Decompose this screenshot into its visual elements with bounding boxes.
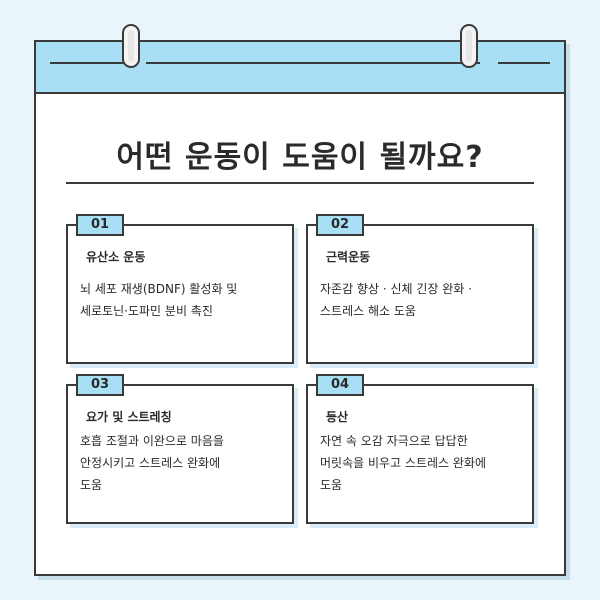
card-description-line: 스트레스 해소 도움 [320,304,416,318]
card-title: 유산소 운동 [86,250,146,264]
card-description-line: 자연 속 오감 자극으로 답답한 [320,434,468,448]
card-description-line: 자존감 향상 · 신체 긴장 완화 · [320,282,472,296]
card-title: 등산 [326,410,349,424]
binder-ring-left-icon [122,24,140,68]
card-description-line: 머릿속을 비우고 스트레스 완화에 [320,456,487,470]
card-title: 요가 및 스트레칭 [86,410,172,424]
card-aerobic: 01 유산소 운동 뇌 세포 재생(BDNF) 활성화 및 세로토닌·도파민 분… [66,214,294,364]
header-line-left [50,62,124,64]
card-number-badge: 01 [76,214,124,236]
card-number-badge: 02 [316,214,364,236]
card-description-line: 뇌 세포 재생(BDNF) 활성화 및 [80,282,238,296]
card-description: 자연 속 오감 자극으로 답답한 머릿속을 비우고 스트레스 완화에 도움 [320,430,522,496]
card-description-line: 세로토닌·도파민 분비 촉진 [80,304,213,318]
card-title: 근력운동 [326,250,371,264]
card-description: 자존감 향상 · 신체 긴장 완화 · 스트레스 해소 도움 [320,278,522,322]
card-description-line: 도움 [320,478,343,492]
card-yoga: 03 요가 및 스트레칭 호흡 조절과 이완으로 마음을 안정시키고 스트레스 … [66,374,294,524]
card-description-line: 안정시키고 스트레스 완화에 [80,456,221,470]
card-hiking: 04 등산 자연 속 오감 자극으로 답답한 머릿속을 비우고 스트레스 완화에… [306,374,534,524]
card-description: 호흡 조절과 이완으로 마음을 안정시키고 스트레스 완화에 도움 [80,430,282,496]
card-description-line: 호흡 조절과 이완으로 마음을 [80,434,224,448]
header-line-middle [146,62,480,64]
header-line-right [498,62,550,64]
calendar-board: 어떤 운동이 도움이 될까요? 01 유산소 운동 뇌 세포 재생(BDNF) … [34,24,566,576]
card-strength: 02 근력운동 자존감 향상 · 신체 긴장 완화 · 스트레스 해소 도움 [306,214,534,364]
title-divider [66,182,534,184]
binder-ring-right-icon [460,24,478,68]
card-description: 뇌 세포 재생(BDNF) 활성화 및 세로토닌·도파민 분비 촉진 [80,278,282,322]
page-title: 어떤 운동이 도움이 될까요? [116,140,484,175]
card-number-badge: 04 [316,374,364,396]
calendar-header-bar [36,42,564,94]
card-description-line: 도움 [80,478,103,492]
card-number-badge: 03 [76,374,124,396]
